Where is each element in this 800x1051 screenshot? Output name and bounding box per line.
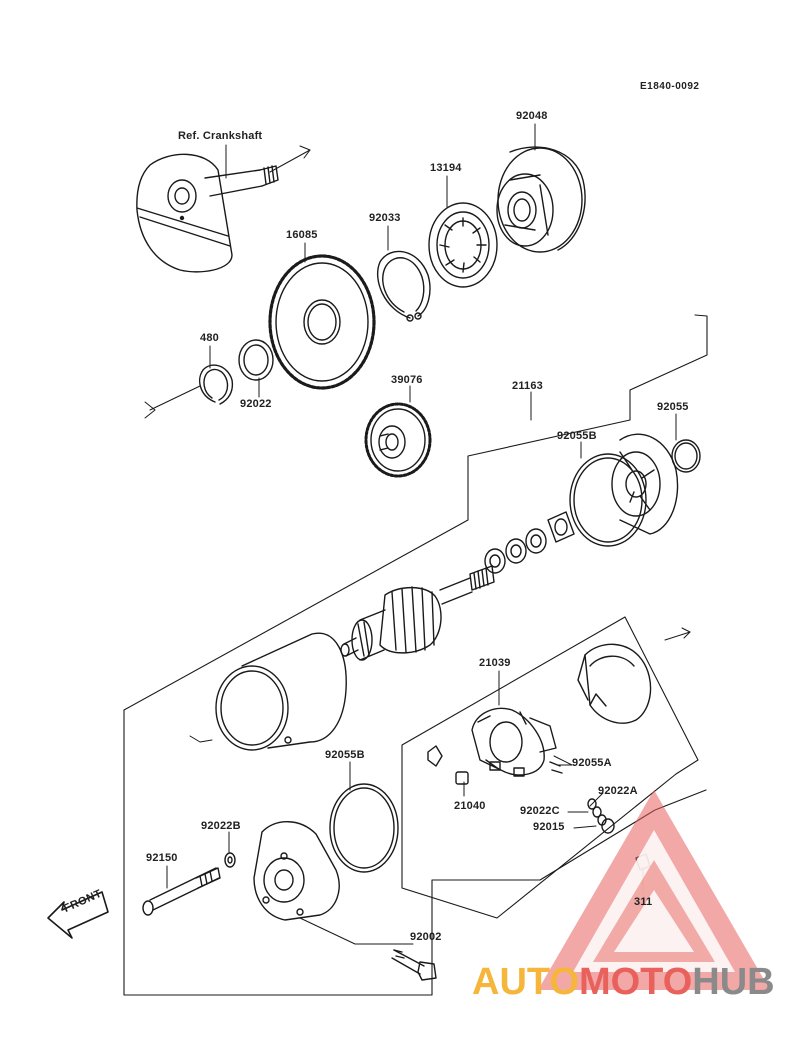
part-92055B-o-ring-top [569,453,647,547]
part-92002-bolt [391,949,437,981]
label-39076: 39076 [391,374,423,386]
watermark-triangle [538,790,770,990]
label-92022A: 92022A [598,785,638,797]
part-92055-o-ring [671,439,701,473]
label-21039: 21039 [479,657,511,669]
part-16085-starter-idle-gear [268,254,376,390]
part-92033-snap-ring [376,250,431,322]
brand-part-moto: MOTO [578,961,693,1003]
label-92150: 92150 [146,852,178,864]
part-rear-cover [253,821,340,921]
brand-part-auto: AUTO [472,961,579,1003]
assembly-boundary-21039 [401,616,699,919]
label-92048: 92048 [516,110,548,122]
part-21039-brush-holder [471,707,557,777]
label-16085: 16085 [286,229,318,241]
part-armature [340,565,495,661]
part-92150-through-bolt [142,867,221,916]
label-480: 480 [200,332,219,344]
part-92022B-washer [224,852,236,868]
label-92055B-top: 92055B [557,430,597,442]
label-21163: 21163 [512,380,543,392]
assembly-boundary-21163 [123,314,708,996]
part-39076-reduction-gear [364,402,432,478]
part-13194-one-way-clutch [428,202,498,288]
diagram-code: E1840-0092 [640,81,700,92]
part-front-cover [611,433,679,535]
front-arrow [47,891,109,939]
label-311: 311 [634,896,653,908]
direction-arrows [144,145,691,743]
label-92015: 92015 [533,821,565,833]
label-92022B: 92022B [201,820,241,832]
label-92002: 92002 [410,931,442,943]
label-92022: 92022 [240,398,272,410]
label-92055B-bottom: 92055B [325,749,365,761]
label-92055A: 92055A [572,757,612,769]
label-92055: 92055 [657,401,689,413]
part-92048-starter-clutch-housing [496,146,586,253]
part-92055B-o-ring-bottom [329,783,399,873]
label-92022C: 92022C [520,805,560,817]
label-21040: 21040 [454,800,486,812]
part-motor-yoke [215,632,347,751]
leader-lines [166,123,677,945]
washers-armature [484,511,575,574]
label-92033: 92033 [369,212,401,224]
watermark-brand: AUTOMOTOHUB [472,960,775,1004]
part-92022-washer [238,339,274,381]
crankshaft-reference [136,153,279,273]
brand-part-hub: HUB [692,961,775,1003]
part-480-circlip [199,364,234,405]
label-13194: 13194 [430,162,462,174]
label-ref-crankshaft: Ref. Crankshaft [178,130,263,142]
part-brush-plate [577,643,652,724]
